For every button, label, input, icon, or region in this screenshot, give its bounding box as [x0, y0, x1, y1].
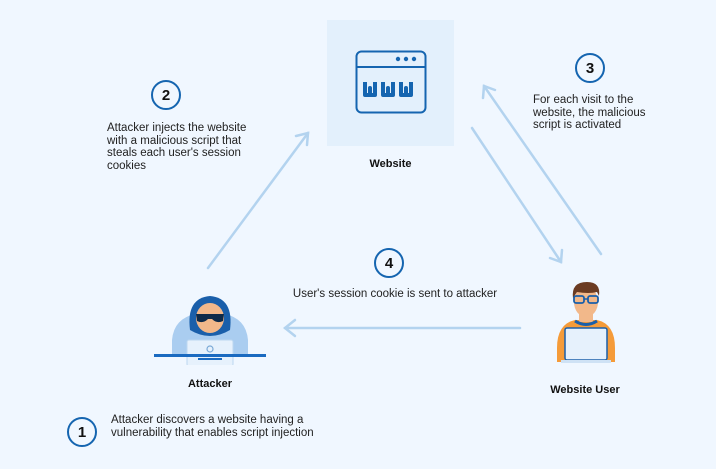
step-3-badge: 3 [575, 53, 605, 83]
arrow-user-to-attacker [282, 318, 522, 338]
website-node [327, 20, 454, 146]
step-1-text: Attacker discovers a website having a vu… [111, 414, 314, 439]
attacker-label: Attacker [187, 378, 233, 390]
step-4-badge: 4 [374, 248, 404, 278]
hooded-hacker-icon [154, 296, 266, 365]
arrow-user-to-website [481, 84, 603, 256]
step-4-text: User's session cookie is sent to attacke… [292, 288, 498, 300]
step-3-text: For each visit to the website, the malic… [533, 94, 646, 131]
arrow-website-to-user [470, 126, 564, 264]
browser-www-icon [355, 50, 427, 114]
arrow-attacker-to-website [206, 131, 310, 270]
website-label: Website [369, 158, 412, 170]
website-user-label: Website User [550, 384, 620, 396]
user-laptop-icon [557, 282, 615, 363]
step-1-badge: 1 [67, 417, 97, 447]
step-2-text: Attacker injects the website with a mali… [107, 122, 247, 172]
step-2-badge: 2 [151, 80, 181, 110]
